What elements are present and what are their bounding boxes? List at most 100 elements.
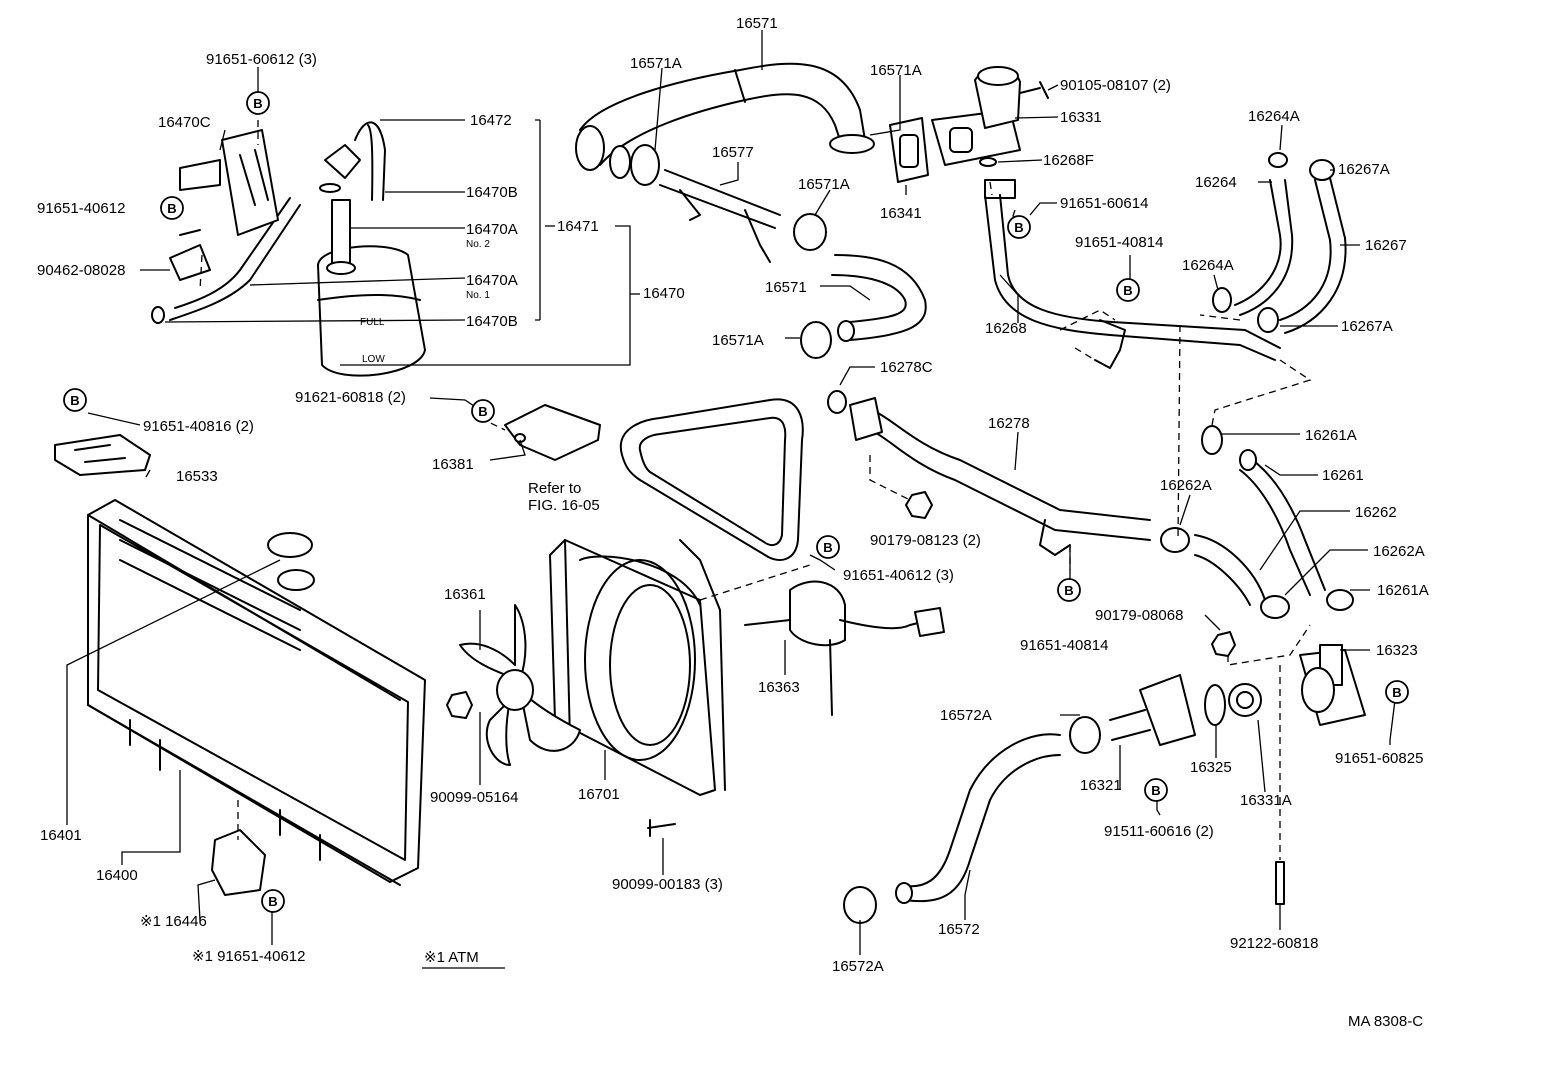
bolt-marker-b-6: B	[1116, 278, 1140, 302]
label-16278C: 16278C	[880, 359, 933, 376]
fan-motor-16363	[744, 580, 945, 716]
water-inlet-16321	[1109, 674, 1196, 746]
part-number-labels: 16571 16571A 16571A 16577 16571A 16571 1…	[37, 15, 1429, 1030]
reservoir-hose-16472	[354, 121, 386, 201]
bolt-marker-b-3: B	[63, 388, 87, 412]
bolt-marker-letter: B	[268, 894, 277, 909]
stud-92122-60818	[1275, 861, 1285, 905]
label-92122-60818: 92122-60818	[1230, 935, 1318, 952]
reservoir-bracket-16470C	[179, 129, 279, 236]
label-16571A-b: 16571A	[870, 62, 922, 79]
label-16267: 16267	[1365, 237, 1407, 254]
hose-16571-middle	[831, 254, 927, 342]
reservoir-clip-16470B-top	[319, 144, 361, 193]
label-atm-note: ※1 ATM	[424, 949, 479, 966]
label-16571A-c: 16571A	[798, 176, 850, 193]
hose-16261	[1239, 449, 1326, 596]
label-91651-40814-top: 91651-40814	[1075, 234, 1163, 251]
radiator-16400	[87, 499, 426, 886]
label-16268F: 16268F	[1043, 152, 1094, 169]
label-91651-40612-3: 91651-40612 (3)	[843, 567, 954, 584]
label-91651-40612-left: 91651-40612	[37, 200, 125, 217]
label-16261A-top: 16261A	[1305, 427, 1357, 444]
label-91651-40814-bot: 91651-40814	[1020, 637, 1108, 654]
hose-clamp-16261A-top	[1201, 425, 1223, 455]
label-16261: 16261	[1322, 467, 1364, 484]
label-16401: 16401	[40, 827, 82, 844]
leader-lines	[66, 30, 1396, 955]
bracket-16381	[504, 404, 601, 461]
label-16262A-mid: 16262A	[1373, 543, 1425, 560]
label-16267A-top: 16267A	[1338, 161, 1390, 178]
label-16470A-no2: 16470A	[466, 221, 518, 238]
label-91621-60818: 91621-60818 (2)	[295, 389, 406, 406]
bolt-marker-b-7: B	[816, 535, 840, 559]
bolt-marker-letter: B	[253, 96, 262, 111]
fan-16361	[459, 604, 581, 766]
tank-full-mark: FULL	[360, 317, 385, 328]
label-16400: 16400	[96, 867, 138, 884]
bracket-16533	[54, 434, 151, 476]
label-16470: 16470	[643, 285, 685, 302]
label-16533: 16533	[176, 468, 218, 485]
label-16268: 16268	[985, 320, 1027, 337]
label-91651-60825: 91651-60825	[1335, 750, 1423, 767]
water-inlet-pipe-16278	[849, 397, 1151, 556]
hose-clamp-16572A-bot	[843, 886, 877, 924]
gasket-16341	[889, 117, 929, 183]
bracket-90462-08028	[169, 229, 211, 281]
label-90462-08028: 90462-08028	[37, 262, 125, 279]
label-refer-to: Refer to	[528, 480, 581, 497]
label-16341: 16341	[880, 205, 922, 222]
bolt-marker-letter: B	[1151, 783, 1160, 798]
hose-clamp-16572A-top	[1069, 716, 1101, 754]
label-16267A-bot: 16267A	[1341, 318, 1393, 335]
label-16264A-top: 16264A	[1248, 108, 1300, 125]
nut-90099-05164	[446, 691, 473, 719]
label-90099-00183: 90099-00183 (3)	[612, 876, 723, 893]
water-inlet-housing-16323	[1299, 644, 1366, 726]
label-16571-top: 16571	[736, 15, 778, 32]
label-16577: 16577	[712, 144, 754, 161]
label-90099-05164: 90099-05164	[430, 789, 518, 806]
label-16572A-top: 16572A	[940, 707, 992, 724]
hose-clamp-16261A-mid	[1326, 589, 1354, 611]
hose-16264	[1234, 152, 1294, 316]
bolt-marker-letter: B	[1392, 685, 1401, 700]
label-refer-fig: FIG. 16-05	[528, 497, 600, 514]
hose-clamp-16571A-d	[800, 321, 832, 359]
label-16323: 16323	[1376, 642, 1418, 659]
overflow-hose-16470A-no1	[151, 197, 301, 324]
label-16321: 16321	[1080, 777, 1122, 794]
label-90179-08068: 90179-08068	[1095, 607, 1183, 624]
label-16325: 16325	[1190, 759, 1232, 776]
label-90179-08123: 90179-08123 (2)	[870, 532, 981, 549]
bolt-marker-letter: B	[1123, 283, 1132, 298]
nut-90179-08068	[1211, 631, 1236, 657]
label-16262A-top: 16262A	[1160, 477, 1212, 494]
bolt-90105-08107	[1019, 81, 1049, 99]
o-ring-16278C	[827, 390, 847, 414]
label-16470B-top: 16470B	[466, 184, 518, 201]
hose-clamp-16264A-mid	[1212, 287, 1232, 313]
label-91651-40612-atm: ※1 91651-40612	[192, 948, 306, 965]
bolt-marker-b-4: B	[471, 399, 495, 423]
bolt-marker-b-11: B	[261, 889, 285, 913]
label-16446: ※1 16446	[140, 913, 207, 930]
nut-90179-08123	[905, 491, 933, 519]
label-16361: 16361	[444, 586, 486, 603]
label-16381: 16381	[432, 456, 474, 473]
bolt-marker-b-1: B	[246, 91, 270, 115]
bolt-marker-b-10: B	[1144, 778, 1168, 802]
drive-belt	[619, 398, 804, 561]
upper-radiator-hose-16571	[575, 62, 866, 171]
radiator-bracket-16446	[211, 829, 266, 896]
bolt-marker-b-5: B	[1007, 215, 1031, 239]
bolt-marker-letter: B	[70, 393, 79, 408]
hose-clamp-16267A-bot	[1257, 307, 1279, 333]
hose-clamp-16571A-a	[609, 144, 660, 186]
hose-16267	[1279, 159, 1347, 334]
fan-shroud-16701	[549, 539, 726, 796]
radiator-cap-16401	[267, 532, 315, 591]
bolt-marker-letter: B	[167, 201, 176, 216]
